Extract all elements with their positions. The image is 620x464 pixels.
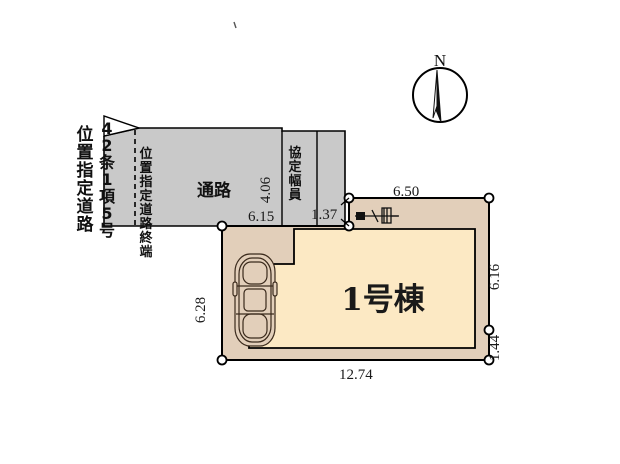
road-fill <box>104 128 345 226</box>
north-letter-label: N <box>434 51 446 70</box>
label-agreed-width-value: 4.06 <box>258 176 274 203</box>
node-se-site <box>483 354 495 366</box>
dim-6.15: 6.15 <box>248 209 274 225</box>
building-footprint <box>248 228 476 349</box>
label-road-designation-main: 位置指定道路 <box>77 124 95 235</box>
node-e-site-mid <box>483 324 495 336</box>
dim-6.50: 6.50 <box>393 184 419 200</box>
road-taper-wedge <box>103 115 142 137</box>
node-ne-site <box>483 192 495 204</box>
dimension-leader-lines <box>340 197 350 227</box>
entrance-gate-symbol <box>355 207 399 224</box>
dim-12.74: 12.74 <box>339 367 373 383</box>
dim-1.37: 1.37 <box>311 207 338 223</box>
node-sw-site <box>216 354 228 366</box>
building-label-1gou: 1号棟 <box>341 282 426 318</box>
label-road-terminus-right: 位置指定道路終端 <box>138 146 153 260</box>
dimension-nodes <box>216 192 495 366</box>
north-arrow-icon: N <box>412 51 468 123</box>
dim-6.16: 6.16 <box>487 263 503 290</box>
node-nw-site <box>216 220 228 232</box>
dim-1.44: 1.44 <box>487 334 503 361</box>
label-agreed-width: 協定幅員 <box>287 145 301 203</box>
building-outline-1gou <box>248 228 476 349</box>
parking-car-icon <box>232 253 278 347</box>
stray-tick-mark <box>233 21 237 29</box>
dim-6.28: 6.28 <box>193 297 209 323</box>
road-outline-left <box>103 136 222 227</box>
label-passage: 通路 <box>197 180 232 201</box>
